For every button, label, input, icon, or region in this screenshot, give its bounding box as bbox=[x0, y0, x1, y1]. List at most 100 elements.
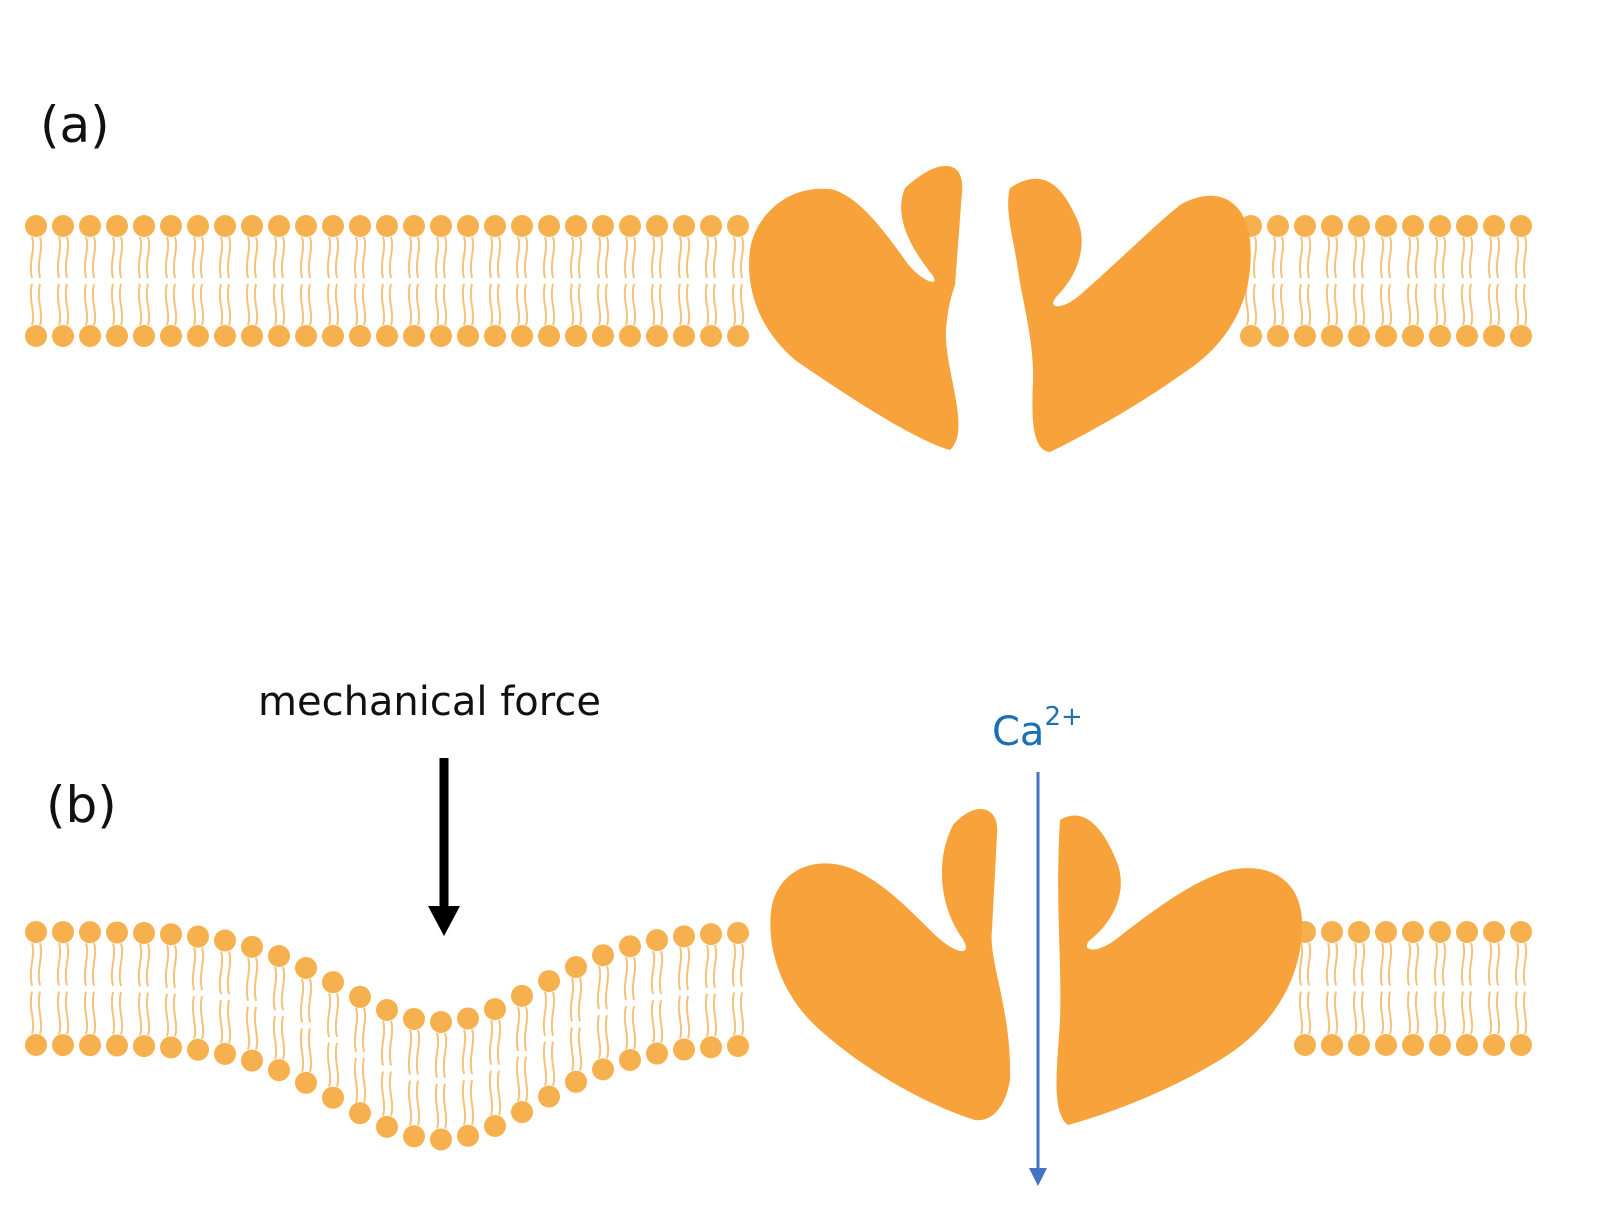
lipid-molecule bbox=[322, 215, 344, 347]
lipid-head bbox=[295, 1071, 317, 1094]
lipid-molecule bbox=[187, 925, 209, 1061]
lipid-head bbox=[322, 971, 344, 994]
lipid-molecule bbox=[295, 957, 317, 1094]
lipid-head bbox=[1483, 921, 1505, 943]
lipid-head bbox=[1402, 1034, 1424, 1056]
lipid-head bbox=[1321, 325, 1343, 347]
lipid-head bbox=[79, 215, 101, 237]
lipid-head bbox=[457, 215, 479, 237]
lipid-molecule bbox=[1429, 215, 1451, 347]
lipid-head bbox=[1456, 921, 1478, 943]
lipid-head bbox=[430, 325, 452, 347]
lipid-head bbox=[727, 1035, 749, 1058]
lipid-head bbox=[241, 935, 263, 958]
lipid-head bbox=[52, 921, 74, 944]
lipid-molecule bbox=[538, 215, 560, 347]
lipid-head bbox=[403, 1125, 425, 1148]
lipid-molecule bbox=[214, 929, 236, 1065]
lipid-head bbox=[1375, 215, 1397, 237]
lipid-head bbox=[430, 215, 452, 237]
lipid-head bbox=[1429, 215, 1451, 237]
lipid-molecule bbox=[1456, 215, 1478, 347]
lipid-head bbox=[457, 325, 479, 347]
lipid-molecule bbox=[349, 985, 371, 1125]
lipid-molecule bbox=[538, 970, 560, 1108]
lipid-head bbox=[1375, 1034, 1397, 1056]
lipid-head bbox=[646, 325, 668, 347]
lipid-head bbox=[403, 325, 425, 347]
lipid-head bbox=[376, 325, 398, 347]
lipid-head bbox=[565, 215, 587, 237]
lipid-head bbox=[1267, 215, 1289, 237]
lipid-head bbox=[214, 929, 236, 952]
lipid-head bbox=[646, 929, 668, 952]
lipid-head bbox=[1267, 325, 1289, 347]
lipid-head bbox=[79, 325, 101, 347]
ion-charge: 2+ bbox=[1044, 702, 1083, 732]
lipid-molecule bbox=[727, 215, 749, 347]
lipid-molecule bbox=[187, 215, 209, 347]
lipid-molecule bbox=[322, 971, 344, 1109]
lipid-molecule bbox=[457, 215, 479, 347]
lipid-head bbox=[700, 325, 722, 347]
lipid-head bbox=[1402, 215, 1424, 237]
lipid-molecule bbox=[511, 984, 533, 1124]
lipid-head bbox=[592, 944, 614, 967]
lipid-molecule bbox=[241, 935, 263, 1072]
lipid-head bbox=[160, 1036, 182, 1059]
lipid-molecule bbox=[457, 1007, 479, 1147]
lipid-molecule bbox=[1510, 921, 1532, 1056]
lipid-molecule bbox=[673, 215, 695, 347]
lipid-molecule bbox=[1294, 215, 1316, 347]
lipid-head bbox=[619, 935, 641, 958]
lipid-molecule bbox=[673, 925, 695, 1061]
lipid-head bbox=[538, 325, 560, 347]
lipid-molecule bbox=[133, 215, 155, 347]
lipid-molecule bbox=[1267, 215, 1289, 347]
lipid-molecule bbox=[1375, 215, 1397, 347]
lipid-head bbox=[1402, 921, 1424, 943]
lipid-head bbox=[1510, 325, 1532, 347]
lipid-molecule bbox=[1321, 921, 1343, 1056]
lipid-head bbox=[268, 325, 290, 347]
lipid-head bbox=[565, 956, 587, 979]
lipid-molecule bbox=[1294, 921, 1316, 1056]
lipid-head bbox=[1294, 215, 1316, 237]
lipid-head bbox=[268, 944, 290, 967]
lipid-head bbox=[214, 325, 236, 347]
lipid-molecule bbox=[160, 215, 182, 347]
lipid-molecule bbox=[133, 922, 155, 1058]
lipid-head bbox=[1483, 215, 1505, 237]
channel-subunit-left bbox=[770, 808, 1011, 1121]
lipid-molecule bbox=[241, 215, 263, 347]
lipid-head bbox=[1240, 325, 1262, 347]
lipid-head bbox=[322, 325, 344, 347]
lipid-head bbox=[484, 1114, 506, 1137]
lipid-molecule bbox=[1375, 921, 1397, 1056]
lipid-head bbox=[79, 921, 101, 944]
lipid-molecule bbox=[700, 923, 722, 1059]
lipid-molecule bbox=[565, 215, 587, 347]
lipid-head bbox=[79, 1034, 101, 1057]
lipid-head bbox=[538, 970, 560, 993]
lipid-head bbox=[430, 1128, 452, 1151]
lipid-molecule bbox=[79, 921, 101, 1057]
lipid-head bbox=[700, 923, 722, 946]
lipid-head bbox=[25, 215, 47, 237]
lipid-head bbox=[1294, 325, 1316, 347]
lipid-head bbox=[511, 1101, 533, 1124]
lipid-head bbox=[214, 1042, 236, 1065]
lipid-head bbox=[1510, 215, 1532, 237]
lipid-molecule bbox=[1429, 921, 1451, 1056]
channel-subunit-right bbox=[1056, 815, 1303, 1125]
lipid-head bbox=[1402, 325, 1424, 347]
lipid-bilayer-a bbox=[25, 215, 1532, 347]
lipid-molecule bbox=[484, 998, 506, 1137]
lipid-head bbox=[25, 921, 47, 944]
lipid-molecule bbox=[403, 1007, 425, 1148]
lipid-head bbox=[241, 215, 263, 237]
lipid-molecule bbox=[511, 215, 533, 347]
lipid-head bbox=[322, 1086, 344, 1109]
lipid-head bbox=[160, 923, 182, 946]
